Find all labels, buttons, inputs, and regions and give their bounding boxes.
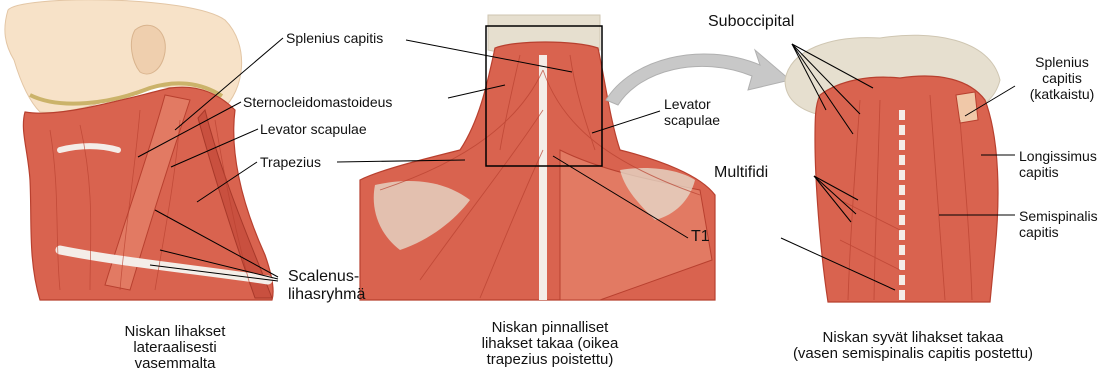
splenius-cut-tab <box>956 92 978 123</box>
label-levator-scapulae-2: Levator scapulae <box>664 96 720 128</box>
caption-deep: Niskan syvät lihakset takaa (vasen semis… <box>748 330 1078 362</box>
label-t1: T1 <box>691 228 710 246</box>
label-levator-scapulae: Levator scapulae <box>260 121 367 137</box>
label-sternocleidomastoideus: Sternocleidomastoideus <box>243 94 392 110</box>
label-semispinalis-capitis: Semispinalis capitis <box>1019 208 1098 240</box>
label-trapezius: Trapezius <box>260 154 321 170</box>
posterior-superficial-illustration <box>360 15 715 300</box>
posterior-deep-illustration <box>785 35 1000 302</box>
caption-superficial: Niskan pinnalliset lihakset takaa (oikea… <box>440 320 660 368</box>
label-longissimus-capitis: Longissimus capitis <box>1019 148 1097 180</box>
caption-lateral: Niskan lihakset lateraalisesti vasemmalt… <box>70 324 280 372</box>
lateral-neck-illustration <box>5 0 273 300</box>
label-scalenus: Scalenus- lihasryhmä <box>288 268 365 304</box>
label-multifidi: Multifidi <box>714 164 768 182</box>
label-suboccipital: Suboccipital <box>708 13 794 31</box>
label-splenius-cut: Splenius capitis (katkaistu) <box>1017 54 1107 102</box>
label-splenius-capitis: Splenius capitis <box>286 30 383 46</box>
